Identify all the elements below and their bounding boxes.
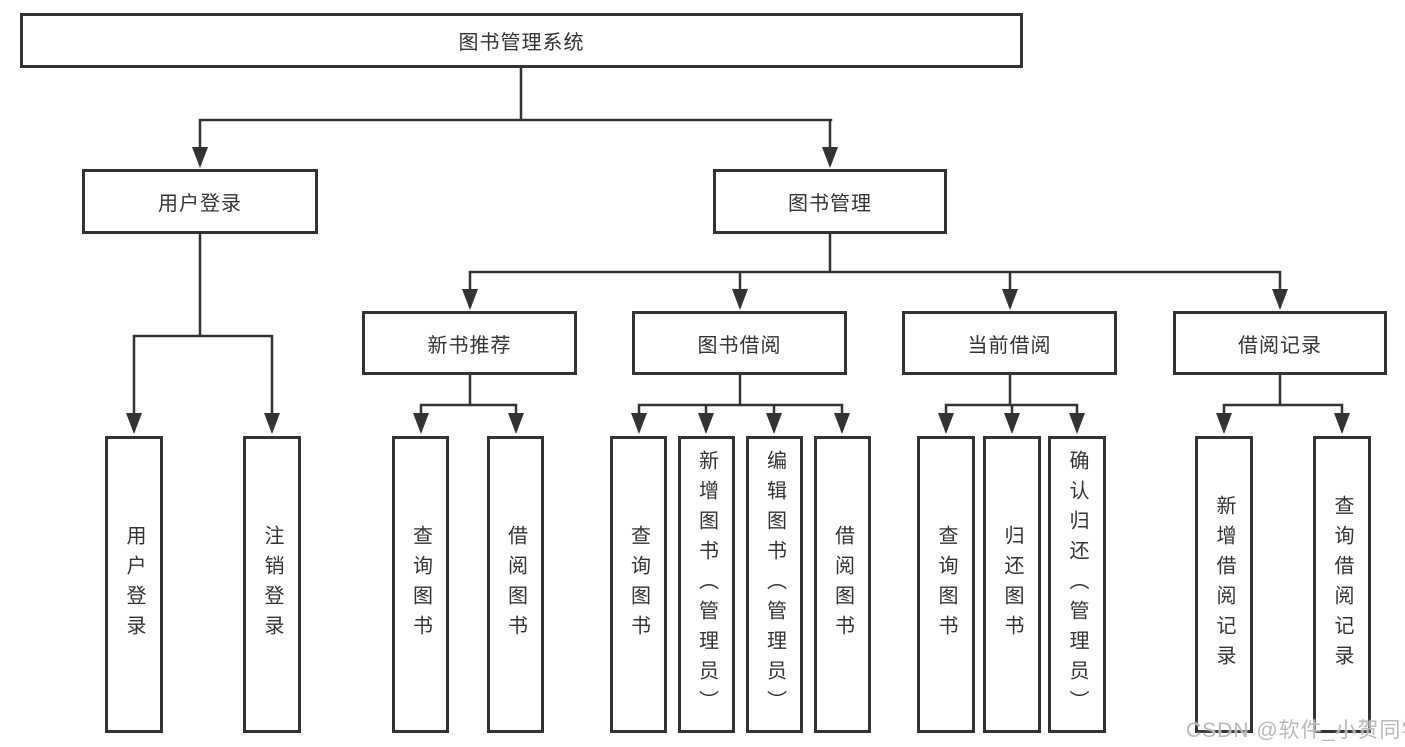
leaf-query-borrow-record: 查询借阅记录 — [1313, 436, 1371, 733]
node-user-login: 用户登录 — [82, 169, 318, 234]
node-book-management: 图书管理 — [713, 169, 947, 234]
leaf-borrow-books-borrowing: 借阅图书 — [814, 436, 871, 733]
leaf-query-books-borrowing: 查询图书 — [610, 436, 667, 733]
node-new-book-recommendation: 新书推荐 — [362, 311, 577, 375]
node-book-management-system: 图书管理系统 — [20, 13, 1023, 68]
leaf-logout-login: 注销登录 — [243, 436, 301, 733]
node-borrowing-records: 借阅记录 — [1173, 311, 1387, 375]
leaf-return-books: 归还图书 — [983, 436, 1041, 733]
watermark: CSDN @软件_小贺同学 — [1186, 719, 1405, 742]
leaf-edit-books-admin: 编辑图书（管理员） — [746, 436, 803, 733]
node-current-borrowing: 当前借阅 — [902, 311, 1117, 375]
leaf-borrow-books-recommend: 借阅图书 — [487, 436, 544, 733]
leaf-user-login: 用户登录 — [105, 436, 163, 733]
leaf-confirm-return-admin: 确认归还（管理员） — [1048, 436, 1106, 733]
leaf-add-borrow-record: 新增借阅记录 — [1195, 436, 1253, 733]
leaf-add-books-admin: 新增图书（管理员） — [678, 436, 735, 733]
node-book-borrowing: 图书借阅 — [632, 311, 847, 375]
leaf-query-books-recommend: 查询图书 — [392, 436, 449, 733]
leaf-query-books-current: 查询图书 — [917, 436, 975, 733]
